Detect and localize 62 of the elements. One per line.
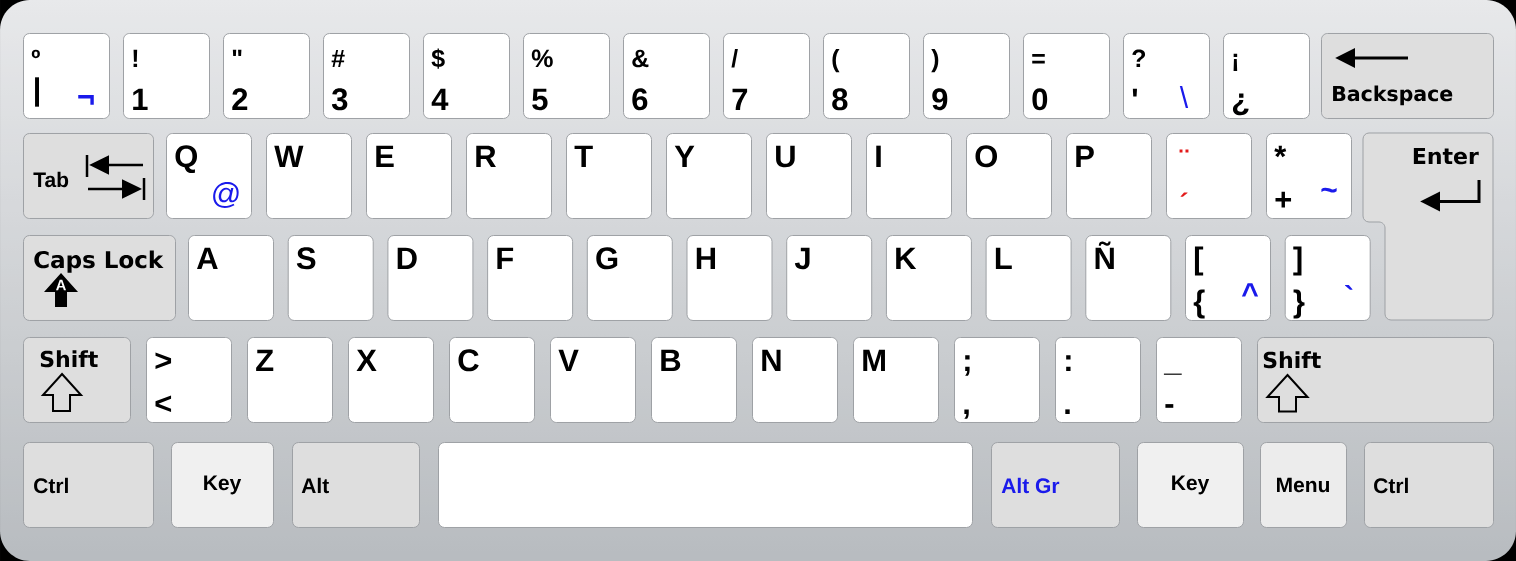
- key: C: [449, 337, 535, 423]
- key: > <: [146, 337, 232, 423]
- key: $ 4: [423, 33, 510, 119]
- key: H: [686, 235, 773, 321]
- key: : .: [1055, 337, 1141, 423]
- key: # 3: [323, 33, 410, 119]
- key: A: [188, 235, 274, 321]
- space-bar: [438, 442, 973, 528]
- key: % 5: [523, 33, 610, 119]
- key: º | ¬: [23, 33, 110, 119]
- key: X: [348, 337, 434, 423]
- key: Alt Gr: [991, 442, 1120, 528]
- key: Alt: [292, 442, 420, 528]
- key: Key: [1137, 442, 1244, 528]
- key: Shift: [1257, 337, 1494, 423]
- key: B: [651, 337, 737, 423]
- key: R: [466, 133, 552, 219]
- key: J: [786, 235, 873, 321]
- key: Enter: [1362, 132, 1494, 321]
- key: * + ~: [1266, 133, 1352, 219]
- key: Caps Lock A: [23, 235, 176, 321]
- key: [ { ^: [1185, 235, 1271, 321]
- key: F: [487, 235, 574, 321]
- key: ( 8: [823, 33, 910, 119]
- key: D: [387, 235, 474, 321]
- key: P: [1066, 133, 1152, 219]
- key: M: [853, 337, 939, 423]
- key: V: [550, 337, 636, 423]
- key: ] } `: [1284, 235, 1371, 321]
- key: G: [586, 235, 673, 321]
- key: Z: [247, 337, 333, 423]
- key: N: [752, 337, 838, 423]
- key: = 0: [1023, 33, 1110, 119]
- key: S: [287, 235, 374, 321]
- key: Tab: [23, 133, 154, 219]
- key: L: [985, 235, 1072, 321]
- key: Ctrl: [23, 442, 154, 528]
- key: Menu: [1260, 442, 1347, 528]
- key: Shift: [23, 337, 131, 423]
- key: ; ,: [954, 337, 1040, 423]
- key: W: [266, 133, 352, 219]
- key: / 7: [723, 33, 810, 119]
- key: ! 1: [123, 33, 210, 119]
- key: U: [766, 133, 852, 219]
- key: _ -: [1156, 337, 1242, 423]
- key: & 6: [623, 33, 710, 119]
- key: ) 9: [923, 33, 1010, 119]
- key: O: [966, 133, 1052, 219]
- key: " 2: [223, 33, 310, 119]
- key: Ñ: [1085, 235, 1172, 321]
- key: E: [366, 133, 452, 219]
- key: ? ' \: [1123, 33, 1210, 119]
- key: Y: [666, 133, 752, 219]
- key: ¨ ´: [1166, 133, 1252, 219]
- key: K: [885, 235, 972, 321]
- key: Ctrl: [1364, 442, 1494, 528]
- key: Key: [171, 442, 274, 528]
- key: I: [866, 133, 952, 219]
- key: ¡ ¿: [1223, 33, 1310, 119]
- key: Backspace: [1321, 33, 1494, 119]
- key: Q @: [166, 133, 252, 219]
- key: T: [566, 133, 652, 219]
